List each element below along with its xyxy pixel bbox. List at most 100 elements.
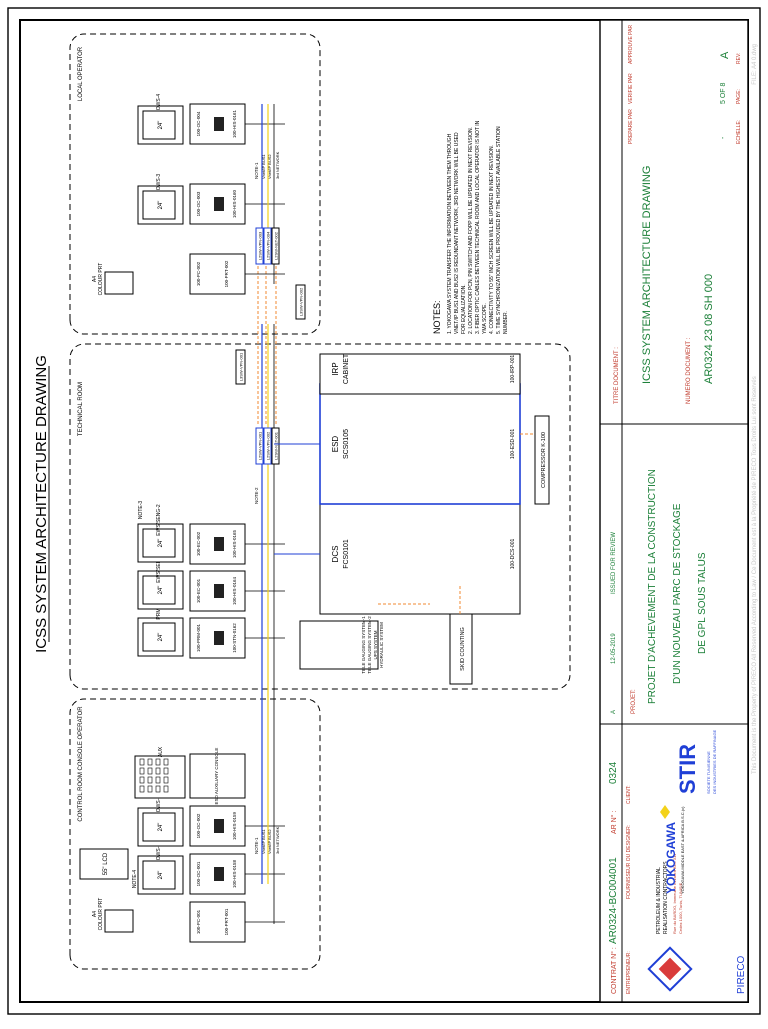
- verifie-par: VERIFIE PAR: [628, 73, 634, 104]
- note-line-5: 3. FIBER OPTIC CABLES BETWEEN TECHNICAL …: [475, 120, 481, 334]
- contract-value: AR0324-BC004001: [608, 857, 619, 944]
- lo-l2sw-vpn-label: L2SW-VPN-003: [258, 231, 263, 260]
- lo-l3sw-label: L3SW-VPN-002: [299, 287, 304, 316]
- note-line-3: FOR EQUALIZATION.: [461, 284, 467, 334]
- his-0159-device: [214, 819, 224, 833]
- titre-label: TITRE DOCUMENT :: [614, 347, 620, 404]
- cr-bus1-label: Vnet/IP BUS1: [261, 829, 266, 854]
- local-operator-title: LOCAL OPERATOR: [78, 46, 84, 101]
- hydraulic-label: HYDRAULIC SYSTEM: [379, 622, 384, 668]
- rev-desc: ISSUED FOR REVIEW: [611, 532, 617, 594]
- stir-logo: STIR: [675, 744, 700, 794]
- numero-value: AR0324 23 08 SH 000: [703, 274, 715, 384]
- irp-title: IRP: [331, 362, 340, 375]
- lo-oc-004: 100-OC-004: [196, 111, 201, 136]
- note-line-2: VNET/IP BUS1 AND BUS2 IS REDUNDANT NETWO…: [454, 132, 460, 334]
- note-line-9: NUMBER.: [503, 311, 509, 334]
- ewse2-size: 24": [158, 539, 164, 548]
- control-room-title: CONTROL ROOM CONSOLE OPERATOR: [78, 706, 84, 822]
- yokogawa-logo: YOKOGAWA: [664, 822, 678, 894]
- irp-id: 100-IRP-001: [510, 355, 516, 384]
- file-name: FILE: A4 0.dwg: [752, 44, 758, 85]
- local-operator-area: [69, 33, 321, 335]
- lo-l2sw-vpn: [255, 227, 264, 265]
- technical-room-area: [69, 343, 571, 690]
- projet-line-1: PROJET D'ACHEVEMENT DE LA CONSTRUCTION: [647, 469, 658, 704]
- footer-note: This Document is the Property of PIRECO …: [752, 376, 758, 774]
- lo-note1: NOTE-1: [254, 162, 259, 179]
- his-0159-label: 100-HIS-0159: [232, 812, 237, 841]
- lo-l2sw-vpn-004: [263, 227, 272, 265]
- lo-bus1-label: Vnet/IP BUS1: [261, 154, 266, 179]
- projet-line-2: D'UN NOUVEAU PARC DE STOCKAGE: [672, 503, 683, 684]
- lo-bus2-label: Vnet/IP BUS2: [267, 154, 272, 179]
- entrepreneur-label: ENTREPRENEUR:: [626, 951, 632, 994]
- printer-icon: [104, 909, 134, 933]
- tr-l2sw-vpn-002-label: L2SW-VPN-002: [266, 431, 271, 460]
- yokogawa-sub: YOKOGAWA MIDDLE EAST & AFRICA B.S.C.(c): [680, 806, 685, 894]
- notes-block: NOTES: 1. YOKOGAWA SYSTEM TRANSFER THE I…: [432, 120, 509, 334]
- ows2-label: OWS-2: [156, 796, 162, 813]
- ec-001-label: 100-EC-001: [196, 578, 201, 603]
- his-0165-label: 100-HIS-0165: [232, 530, 237, 559]
- tr-note3: NOTE-3: [138, 501, 144, 520]
- note-line-4: 2. LOCATION FOR PCN, PIN SWITCH AND FOPP…: [468, 127, 474, 334]
- pc-001-label: 100-PC-001: [196, 909, 201, 934]
- lo-his-0160: 100-HIS-0160: [232, 190, 237, 219]
- cr-3rd-label: 3rd NETWORK: [275, 826, 280, 854]
- pireco-desc-2: REALISATION CONTRACTORS: [663, 861, 669, 934]
- lo-his-0161: 100-HIS-0161: [232, 110, 237, 139]
- outer-frame: [7, 7, 761, 1015]
- note4-label: NOTE-4: [132, 870, 138, 889]
- skid-counting-box: [449, 613, 473, 685]
- rev-value: A: [719, 51, 731, 59]
- stir-sub-1: SOCIETE TUNISIENNE: [706, 751, 711, 794]
- tr-note2: NOTE-2: [254, 487, 259, 504]
- ar-label: AR N° :: [610, 811, 618, 834]
- ups-label: UPS SYSTEM: [373, 630, 378, 659]
- ows1-label: OWS-1: [156, 844, 162, 861]
- tr-l3sw: [235, 349, 246, 385]
- projet-line-3: DE GPL SOUS TALUS: [697, 552, 708, 654]
- lo-printer-icon: [104, 271, 134, 295]
- prm-001-label: 100-PRM-001: [196, 623, 201, 652]
- ows3-size: 24": [158, 201, 164, 210]
- tr-l2sw-vpn-002: [263, 427, 272, 465]
- rev-label: REV:: [736, 53, 742, 64]
- lo-l2sw-vpn-004-label: L2SW-VPN-004: [266, 231, 271, 260]
- compressor-box: [534, 415, 550, 505]
- ar-value: 0324: [608, 761, 619, 784]
- ec-002-label: 100-EC-002: [196, 531, 201, 556]
- ows3-label: OWS-3: [156, 174, 162, 191]
- note-line-7: 4. CONNECTIVITY TO 55" INCH SCREEN WILL …: [489, 145, 495, 334]
- company-pireco: PIRECO: [736, 955, 747, 994]
- dcs-sub: FCS0101: [343, 539, 350, 569]
- tr-l2sw-net-label: L2SW-NET-001: [274, 431, 279, 460]
- cr-note1: NOTE-1: [254, 837, 259, 854]
- numero-label: NUMERO DOCUMENT :: [686, 337, 692, 404]
- tele1-label: TELE GAUGING SYSTEM-1: [361, 616, 366, 674]
- lcd-55-screen: [79, 848, 129, 880]
- tele2-label: TELE GAUGING SYSTEM-2: [367, 616, 372, 674]
- lo-l2sw-net: [271, 227, 280, 265]
- page-label: PAGE:: [736, 89, 742, 104]
- compressor-label: COMPRESSOR K-100: [541, 432, 547, 488]
- prm-size: 24": [158, 633, 164, 642]
- aux-keys: [139, 758, 169, 793]
- technical-room-title: TECHNICAL ROOM: [78, 382, 84, 436]
- prt-001-label: 100-PRT-001: [224, 908, 229, 935]
- skid-counting-label: SKID COUNTING: [460, 627, 466, 671]
- page-value: 5 OF 8: [720, 82, 727, 104]
- projet-label: PROJET:: [631, 689, 637, 714]
- ewse1-size: 24": [158, 586, 164, 595]
- irp-cabinet: [319, 353, 521, 395]
- pireco-logo: [647, 946, 693, 992]
- ewse2-label: EWS/SENG-2: [156, 504, 162, 536]
- esd-id: 100-ESD-001: [510, 429, 516, 460]
- aux-label: AUX: [158, 746, 164, 757]
- esd-sub: SCS0105: [343, 429, 350, 459]
- rev-date: 12-05-2019: [611, 633, 617, 664]
- pireco-addr-1: Rue du BARDO, Immeuble Ezzahra Bloc 311: [672, 853, 677, 934]
- lo-printer-colour: COLOUR PRT: [98, 263, 104, 296]
- note-line-1: 1. YOKOGAWA SYSTEM TRANSFER THE INFORMAT…: [447, 133, 453, 334]
